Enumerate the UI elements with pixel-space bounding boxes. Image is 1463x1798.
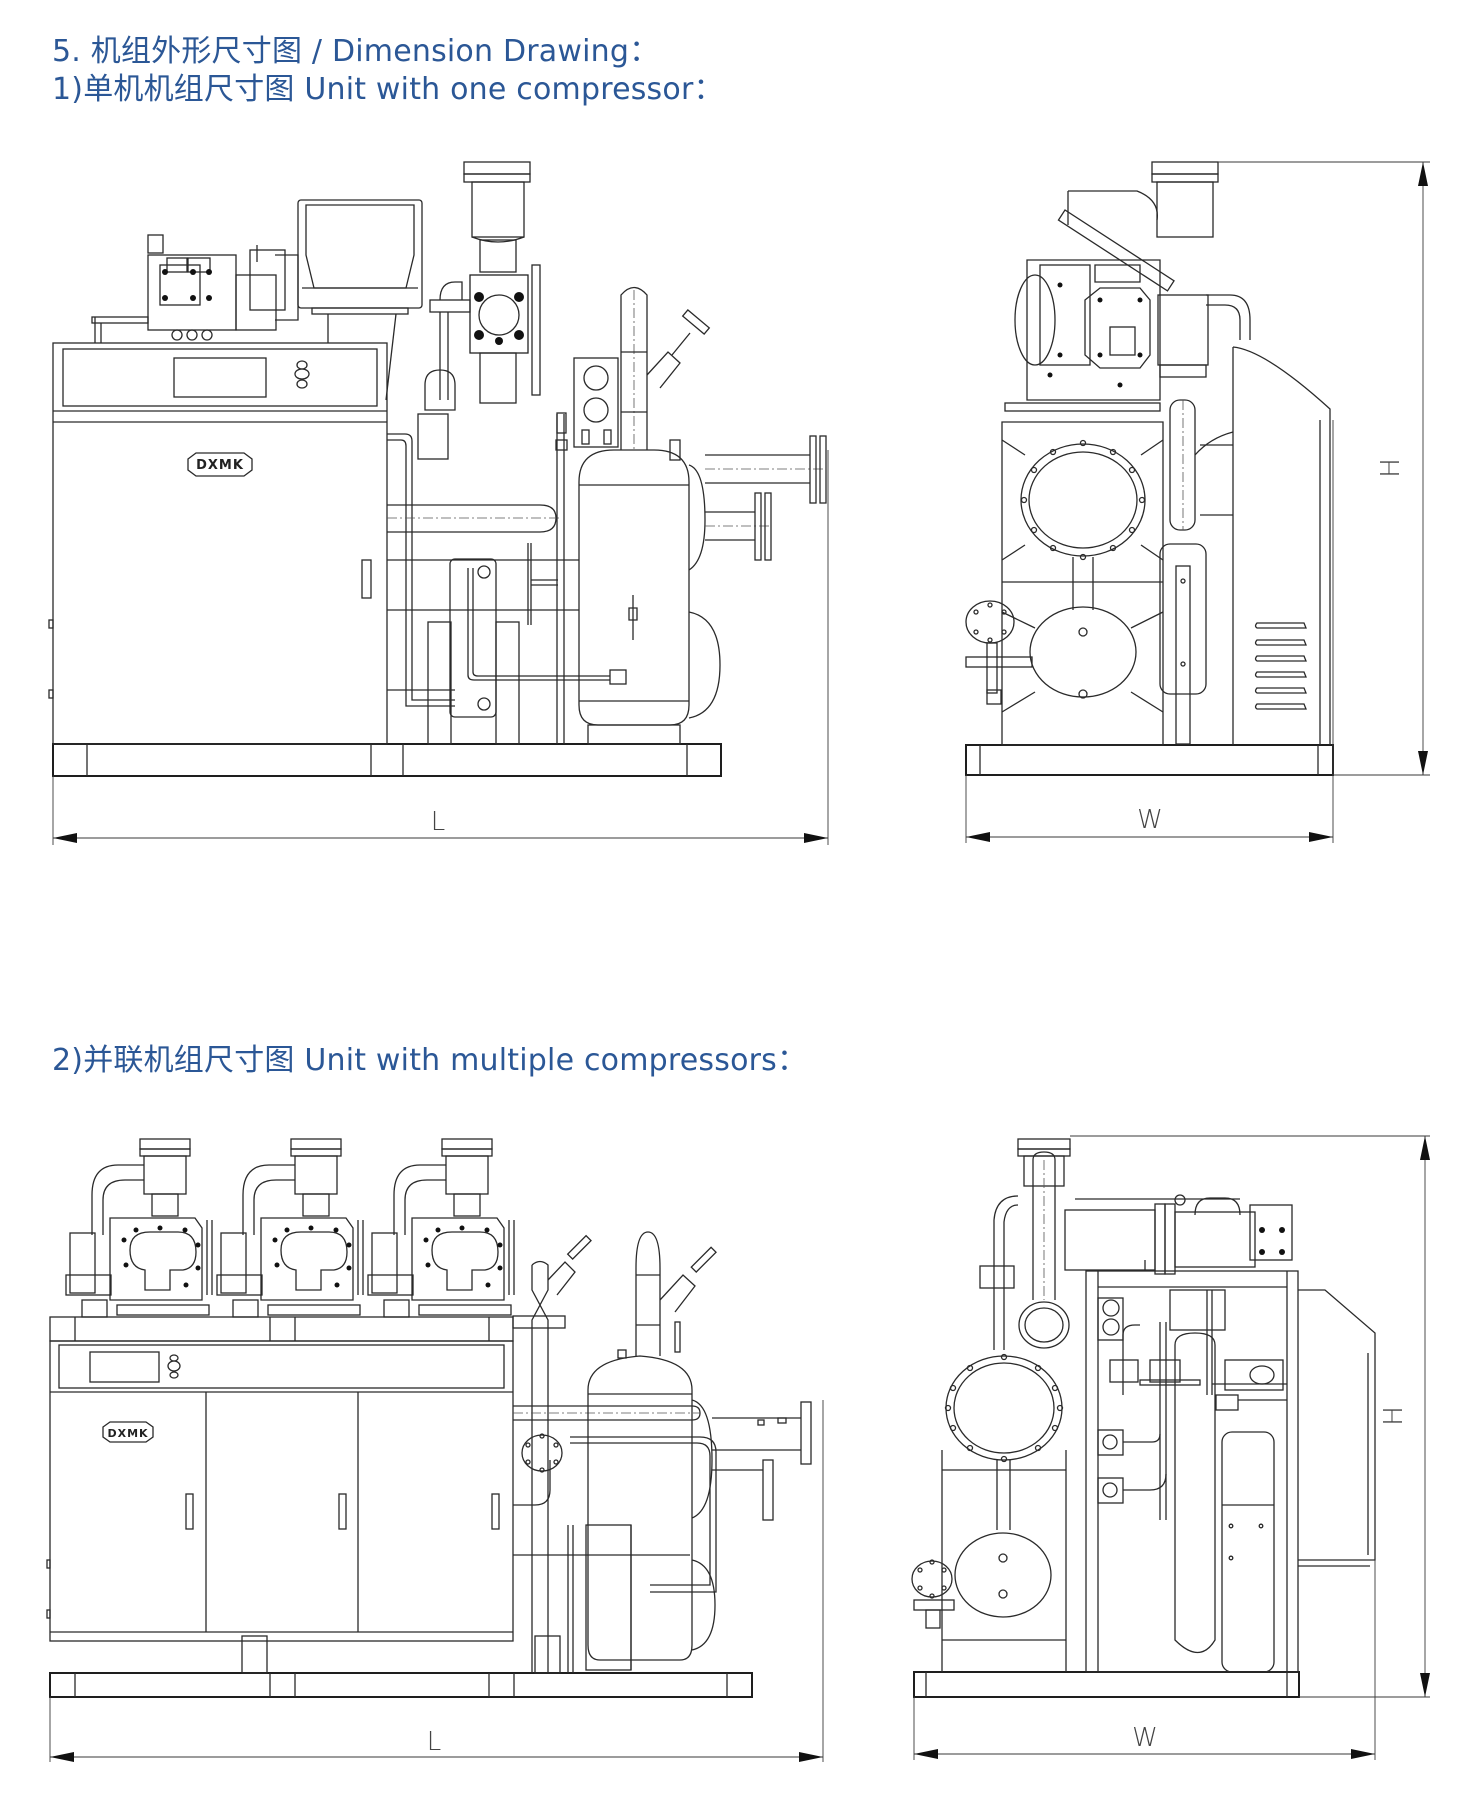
dimension-height: H	[1218, 161, 1430, 776]
electrical-cabinet: DXMK	[48, 342, 388, 745]
base-frame	[965, 744, 1334, 776]
subsection-heading-single: 1)单机机组尺寸图 Unit with one compressor：	[52, 72, 724, 107]
dimension-label-width: W	[1137, 805, 1163, 835]
door-handle	[361, 559, 372, 599]
discharge-pipe	[1159, 399, 1234, 745]
oil-filter	[911, 1559, 955, 1629]
single-unit-front-view: DXMK	[48, 161, 829, 845]
cabinet-side	[1232, 346, 1331, 745]
flange-connections	[712, 1401, 812, 1521]
terminal-box	[297, 199, 423, 401]
oil-separator	[417, 161, 541, 460]
liquid-receiver	[578, 286, 721, 745]
dimension-height: H	[1070, 1135, 1430, 1698]
controller-screen	[173, 357, 267, 398]
refrigeration-controls	[1097, 1289, 1287, 1673]
multiple-unit-side-view: W H	[911, 1135, 1430, 1760]
compressor-side	[1014, 161, 1251, 401]
dimension-label-width: W	[1132, 1723, 1158, 1753]
compressor	[91, 234, 299, 343]
oil-filter	[965, 600, 1033, 705]
electrical-cabinet: DXMK	[46, 1316, 561, 1674]
dimension-width: W	[965, 420, 1334, 843]
dimension-length: L	[49, 1400, 824, 1762]
plate-heat-exchanger	[449, 558, 497, 718]
door-handle	[338, 1493, 347, 1530]
compressor	[216, 1138, 364, 1318]
liquid-receiver	[585, 1231, 717, 1671]
oil-filter	[521, 1433, 563, 1473]
dimension-label-length: L	[427, 1727, 442, 1757]
frame-structure	[1085, 1270, 1376, 1673]
brand-logo: DXMK	[102, 1421, 154, 1443]
base-frame	[913, 1671, 1300, 1698]
door-handle	[491, 1493, 500, 1530]
multiple-unit-front-view: DXMK	[46, 1138, 824, 1762]
dimension-label-height: H	[1376, 458, 1406, 478]
discharge-pipe	[979, 1138, 1071, 1350]
door-handle	[185, 1493, 194, 1530]
indicator-lamp	[167, 1354, 181, 1379]
sight-glass-box	[573, 357, 619, 448]
section-heading: 5. 机组外形尺寸图 / Dimension Drawing：	[52, 34, 660, 69]
dimension-length: L	[52, 450, 829, 845]
condenser-shell	[941, 1353, 1067, 1672]
piping	[387, 412, 627, 745]
svg-text:DXMK: DXMK	[196, 458, 244, 473]
dimension-label-length: L	[431, 807, 446, 837]
condenser-shell	[1001, 402, 1164, 746]
svg-text:DXMK: DXMK	[107, 1427, 148, 1440]
dimension-width: W	[913, 1560, 1376, 1760]
compressor	[65, 1138, 213, 1318]
brand-logo: DXMK	[187, 452, 253, 477]
dimension-label-height: H	[1379, 1406, 1409, 1426]
base-frame	[52, 743, 722, 777]
ventilation-louvers	[1254, 622, 1307, 710]
controller-screen	[89, 1351, 160, 1383]
piping	[512, 1234, 717, 1673]
base-frame	[49, 1672, 753, 1698]
compressor	[367, 1138, 515, 1318]
single-unit-side-view: W H	[965, 161, 1430, 843]
subsection-heading-multiple: 2)并联机组尺寸图 Unit with multiple compressors…	[52, 1043, 808, 1078]
flange-connections	[705, 435, 827, 561]
compressor-side	[1064, 1194, 1293, 1275]
indicator-lamp	[294, 360, 310, 389]
